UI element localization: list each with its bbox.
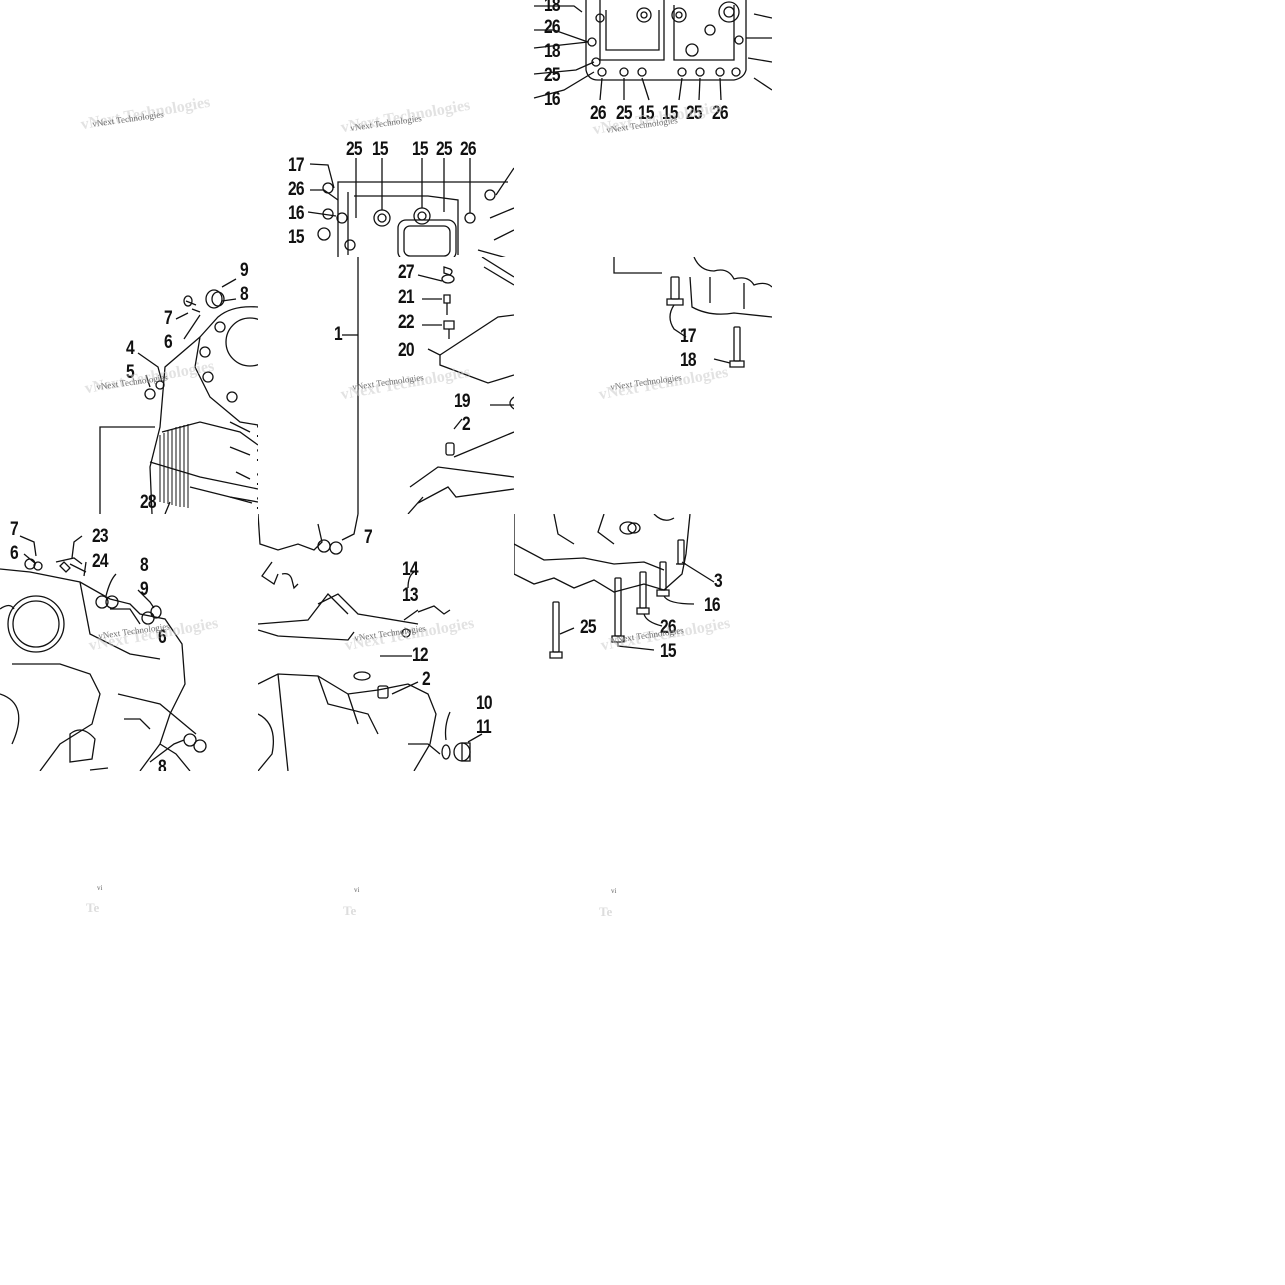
callout-number: 15 (412, 139, 429, 160)
callout-number: 23 (92, 526, 109, 547)
callout-number: 15 (288, 227, 305, 248)
callout-number: 15 (256, 494, 258, 513)
callout-number: 22 (398, 312, 415, 333)
callout-number: 6 (158, 627, 167, 648)
callout-number: 26 (590, 103, 607, 124)
lower-left-drawing (0, 535, 207, 771)
callout-number: 15 (660, 641, 677, 662)
callout-number: 3 (714, 571, 723, 592)
callout-number: 15 (662, 103, 679, 124)
callout-number: 18 (256, 470, 258, 489)
tile-lower-left: 7 6 23 24 8 9 6 8 vNext Technologies vNe… (0, 514, 258, 771)
callout-number: 9 (240, 260, 249, 281)
callout-number: 8 (140, 555, 149, 576)
callout-number: 11 (476, 717, 492, 738)
cylinder-left-drawing (99, 278, 258, 514)
callout-number: 25 (616, 103, 633, 124)
callout-number: 15 (372, 139, 389, 160)
lower-center-drawing (258, 514, 483, 771)
callout-number: 16 (544, 89, 561, 110)
callout-number: 12 (412, 645, 429, 666)
tile-cylinder-left: 9 8 7 6 4 5 17 16 18 15 28 vNext Technol… (0, 257, 258, 514)
callout-number: 26 (460, 139, 477, 160)
callout-number: 20 (398, 340, 415, 361)
watermark-fragment: vi (97, 884, 103, 892)
watermark-fragment: vi (611, 887, 617, 895)
lower-right-drawing (514, 514, 715, 659)
callout-number: 13 (402, 585, 419, 606)
callout-number: 1 (334, 324, 343, 345)
center-parts-drawing (342, 257, 514, 514)
callout-number: 5 (126, 362, 135, 383)
tile-right-bolts: 17 18 vNext Technologies vNext Technolog… (514, 257, 772, 514)
callout-number: 25 (686, 103, 703, 124)
callout-number: 17 (256, 422, 258, 441)
callout-number: 26 (712, 103, 729, 124)
watermark-fragment: vi (354, 886, 360, 894)
tile-center-parts: 1 27 21 22 20 26 25 18 16 19 2 9 vNext T… (258, 257, 514, 514)
callout-number: 18 (680, 350, 697, 371)
callout-number: 2 (462, 414, 471, 435)
watermark-ghost-fragment: Te (86, 900, 100, 915)
callout-number: 25 (436, 139, 453, 160)
callout-number: 26 (288, 179, 305, 200)
tile-lower-center: 7 14 13 12 2 10 11 vNext Technologies vN… (258, 514, 514, 771)
watermark-ghost-fragment: Te (599, 904, 613, 919)
callout-number: 26 (544, 17, 561, 38)
tile-crankcase-center: 25 15 15 25 26 17 26 16 15 vNext Technol… (258, 100, 514, 260)
callout-number: 28 (140, 492, 157, 513)
tile-crankcase-top-right: 18 26 18 25 16 26 25 15 15 25 26 vNext T… (514, 0, 772, 150)
callout-number: 7 (364, 527, 373, 548)
callout-number: 18 (544, 41, 561, 62)
callout-number: 10 (476, 693, 493, 714)
callout-number: 18 (544, 0, 561, 16)
callout-number: 19 (454, 391, 471, 412)
callout-number: 7 (164, 308, 173, 329)
callout-number: 6 (164, 332, 173, 353)
callout-number: 21 (398, 287, 415, 308)
callout-number: 27 (398, 262, 415, 283)
callout-number: 9 (140, 579, 149, 600)
tile-blank-top-left: vNext Technologies vNext Technologies (0, 0, 258, 150)
right-bolts-drawing (613, 257, 772, 368)
crankcase-top-drawing (533, 0, 772, 101)
tile-lower-right: 3 16 25 26 15 vNext Technologies vNext T… (514, 514, 772, 771)
callout-number: 17 (680, 326, 697, 347)
callout-number: 16 (288, 203, 305, 224)
callout-number: 7 (10, 519, 19, 540)
callout-number: 8 (158, 757, 167, 771)
callout-number: 25 (544, 65, 561, 86)
callout-number: 2 (422, 669, 431, 690)
callout-number: 17 (288, 155, 305, 176)
callout-number: 25 (580, 617, 597, 638)
callout-number: 14 (402, 559, 419, 580)
crankcase-center-drawing (307, 158, 514, 260)
watermark-ghost-fragment: Te (343, 903, 357, 918)
callout-number: 6 (10, 543, 19, 564)
callout-number: 8 (240, 284, 249, 305)
callout-number: 24 (92, 551, 109, 572)
callout-number: 16 (256, 446, 258, 465)
callout-number: 16 (704, 595, 721, 616)
callout-number: 25 (346, 139, 363, 160)
callout-number: 4 (126, 338, 135, 359)
callout-number: 15 (638, 103, 655, 124)
callout-number: 26 (660, 617, 677, 638)
